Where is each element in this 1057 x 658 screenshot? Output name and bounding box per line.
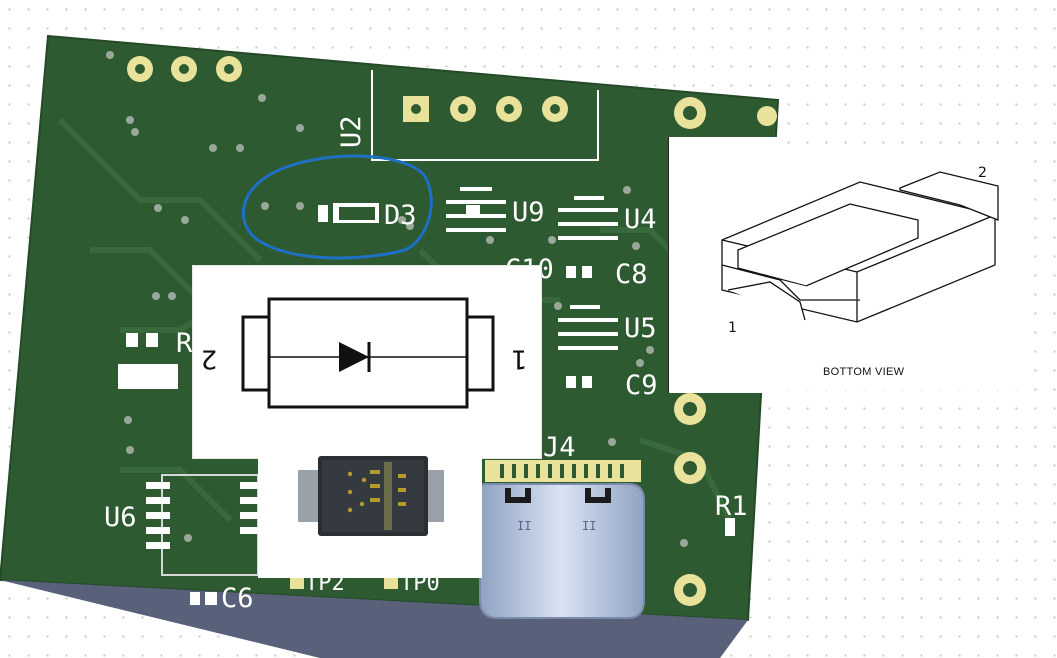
- component-photo-card: [258, 448, 482, 578]
- u2-outline: [371, 70, 599, 161]
- package-pin-1: 1: [728, 320, 737, 336]
- label-u5: U5: [624, 313, 657, 344]
- label-d3: D3: [384, 200, 417, 231]
- package-drawing-panel: [668, 137, 779, 393]
- diode-symbol-card: 2 1: [192, 265, 542, 459]
- svg-text:II: II: [517, 519, 531, 533]
- label-c6: C6: [221, 583, 254, 614]
- u9-footprint: [446, 187, 506, 232]
- u4-footprint: [558, 196, 618, 240]
- diode-pin-left: 2: [201, 344, 218, 374]
- label-u4: U4: [624, 204, 657, 235]
- header-pads-top: [127, 56, 242, 82]
- label-c8: C8: [615, 259, 648, 290]
- label-r: R: [176, 328, 193, 359]
- smd-diode-photo: [298, 456, 444, 536]
- label-u9: U9: [512, 197, 545, 228]
- u6-pins: [146, 482, 258, 549]
- label-u2: U2: [336, 115, 367, 148]
- package-pin-2: 2: [978, 165, 987, 181]
- d3-footprint: [318, 203, 379, 223]
- package-view-caption: BOTTOM VIEW: [823, 366, 905, 378]
- label-c9: C9: [625, 370, 658, 401]
- d3-annotation-circle: [242, 154, 433, 260]
- diode-symbol: 2 1: [201, 297, 528, 409]
- cap-footprints: [118, 266, 735, 605]
- usb-c-connector: II II: [479, 460, 645, 619]
- testpoint-pads: [290, 575, 398, 589]
- label-u6: U6: [104, 502, 137, 533]
- label-r1: R1: [715, 491, 748, 522]
- u5-footprint: [558, 305, 618, 350]
- board-edge-shadow: [0, 580, 748, 658]
- svg-text:II: II: [582, 519, 596, 533]
- right-edge-pads: [674, 97, 777, 606]
- u2-pads: [403, 96, 568, 122]
- diode-pin-right: 1: [511, 344, 528, 374]
- vias: [106, 51, 688, 547]
- label-j4: J4: [543, 432, 576, 463]
